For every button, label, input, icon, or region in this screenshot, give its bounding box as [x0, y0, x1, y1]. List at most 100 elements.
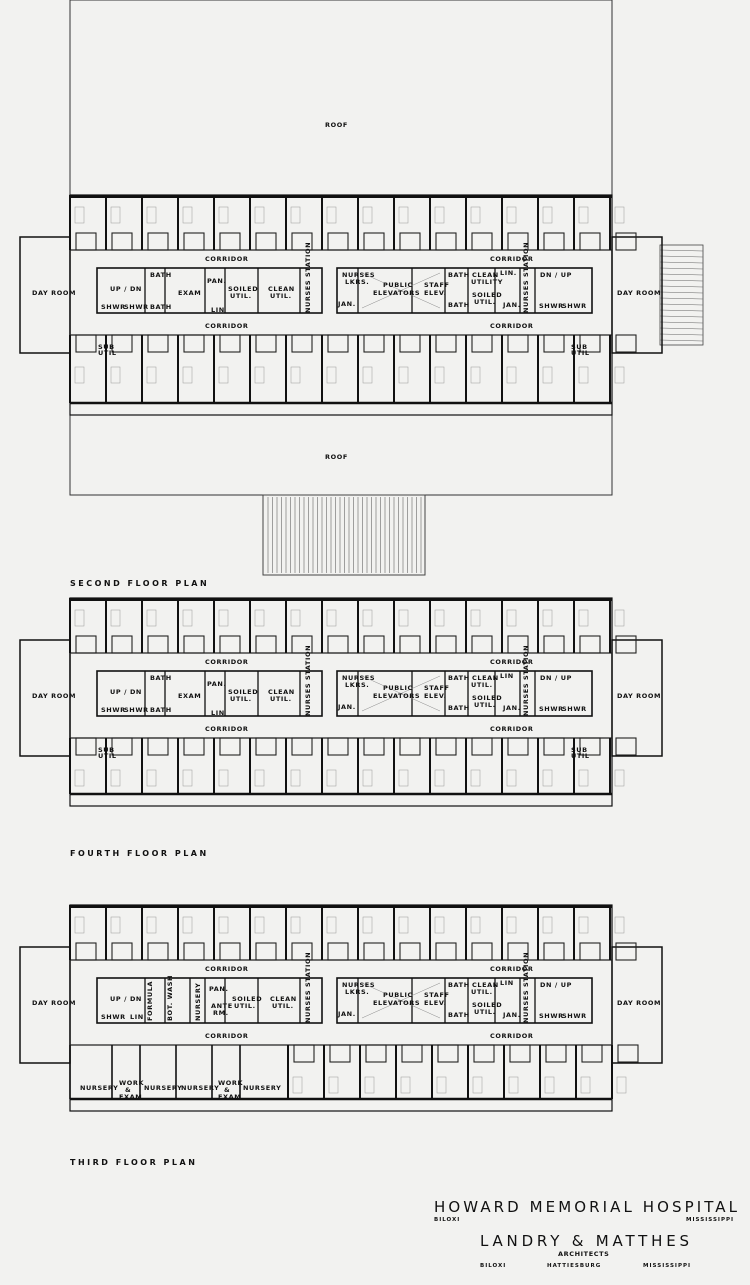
toilet-room [363, 232, 385, 251]
room-label-elevators: ELEVATORS [373, 999, 420, 1007]
east-core [336, 267, 593, 314]
room-label-util-3: UTIL. [474, 701, 496, 709]
toilet-room [615, 232, 637, 251]
toilet-room [147, 942, 169, 961]
bed [434, 769, 445, 787]
toilet-room [75, 334, 97, 353]
room-label-elevators: ELEVATORS [373, 289, 420, 297]
room-label-pan: PAN. [207, 277, 227, 285]
toilet-room [147, 232, 169, 251]
toilet-room [579, 334, 601, 353]
room-label-sub-2: SUB [571, 343, 588, 351]
toilet-room [291, 635, 313, 654]
room-label-bath-1: BATH [150, 271, 172, 279]
toilet-room [579, 635, 601, 654]
bed [146, 916, 157, 934]
ramp-line [659, 315, 704, 318]
bed [146, 609, 157, 627]
room-label-lin-0: LIN [130, 1013, 144, 1021]
room-label-nurses-lkrs-2: LKRS. [345, 988, 369, 996]
room-label-shwr-3: SHWR [539, 705, 564, 713]
room-label-sub-1: SUB [98, 746, 115, 754]
toilet-room [471, 334, 493, 353]
bed [362, 916, 373, 934]
toilet-room [255, 635, 277, 654]
toilet-room [617, 1044, 639, 1063]
room-label-formula: FORMULA [146, 981, 154, 1021]
toilet-room [111, 334, 133, 353]
toilet-room [615, 334, 637, 353]
toilet-room [327, 334, 349, 353]
toilet-room [111, 737, 133, 756]
hospital-city: BILOXI [434, 1217, 460, 1223]
bed [470, 769, 481, 787]
bed [326, 916, 337, 934]
ramp-line [659, 285, 704, 288]
room-label-nursery-v: NURSERY [194, 983, 202, 1021]
toilet-room [147, 635, 169, 654]
bed [326, 769, 337, 787]
toilet-room [399, 334, 421, 353]
bed [182, 206, 193, 224]
room-label-corridor-br: CORRIDOR [490, 322, 533, 330]
room-label-lin-2: LIN. [500, 269, 517, 277]
room-label-shwr-1: SHWR [101, 1013, 126, 1021]
toilet-room [581, 1044, 603, 1063]
bed [470, 206, 481, 224]
ramp-outline [659, 244, 704, 346]
room-label-corridor-tr: CORRIDOR [490, 255, 533, 263]
room-label-corridor-bl: CORRIDOR [205, 725, 248, 733]
room-label-util-3: UTIL. [474, 298, 496, 306]
room-label-shwr-2: SHWR [124, 303, 149, 311]
room-label-work-1: WORK [119, 1079, 145, 1087]
room-label-up-dn: UP / DN [110, 285, 142, 293]
toilet-room [183, 232, 205, 251]
toilet-room [327, 635, 349, 654]
room-label-nurses-station-2: NURSES STATION [522, 952, 530, 1023]
bed [254, 366, 265, 384]
bed [254, 769, 265, 787]
bed [74, 916, 85, 934]
bed [400, 1076, 411, 1094]
bed [398, 916, 409, 934]
room-label-nurses-station-2: NURSES STATION [522, 645, 530, 716]
room-label-staff: STAFF [424, 281, 450, 289]
elevator-shaft-mark [361, 675, 441, 712]
bed [182, 609, 193, 627]
bed [290, 609, 301, 627]
room-label-util-2: UTIL. [270, 292, 292, 300]
roof-label-north: ROOF [325, 121, 348, 129]
bed [470, 916, 481, 934]
toilet-room [401, 1044, 423, 1063]
second-floor-title: SECOND FLOOR PLAN [70, 579, 209, 588]
room-label-bath-1: BATH [150, 674, 172, 682]
room-label-shwr-3: SHWR [539, 1012, 564, 1020]
toilet-room [615, 942, 637, 961]
bed [542, 206, 553, 224]
toilet-room [291, 942, 313, 961]
room-label-bath-3: BATH [448, 674, 470, 682]
bed [470, 609, 481, 627]
east-ramp [659, 244, 704, 346]
bed [614, 916, 625, 934]
bed [326, 206, 337, 224]
bed [326, 366, 337, 384]
toilet-room [219, 232, 241, 251]
toilet-room [435, 942, 457, 961]
room-label-work-2: WORK [218, 1079, 244, 1087]
toilet-room [399, 232, 421, 251]
entrance-steps [262, 494, 426, 576]
room-label-bath-2: BATH [150, 303, 172, 311]
room-label-bath-3: BATH [448, 981, 470, 989]
toilet-room [435, 334, 457, 353]
room-label-jan-2: JAN. [502, 1011, 521, 1019]
toilet-room [543, 737, 565, 756]
ramp-line [659, 261, 704, 264]
room-label-amp-2: & [224, 1086, 230, 1094]
room-label-corridor-tl: CORRIDOR [205, 965, 248, 973]
bed [508, 1076, 519, 1094]
room-label-clean-1: CLEAN [270, 995, 297, 1003]
bed [364, 1076, 375, 1094]
toilet-room [507, 334, 529, 353]
room-label-jan-2: JAN. [502, 301, 521, 309]
